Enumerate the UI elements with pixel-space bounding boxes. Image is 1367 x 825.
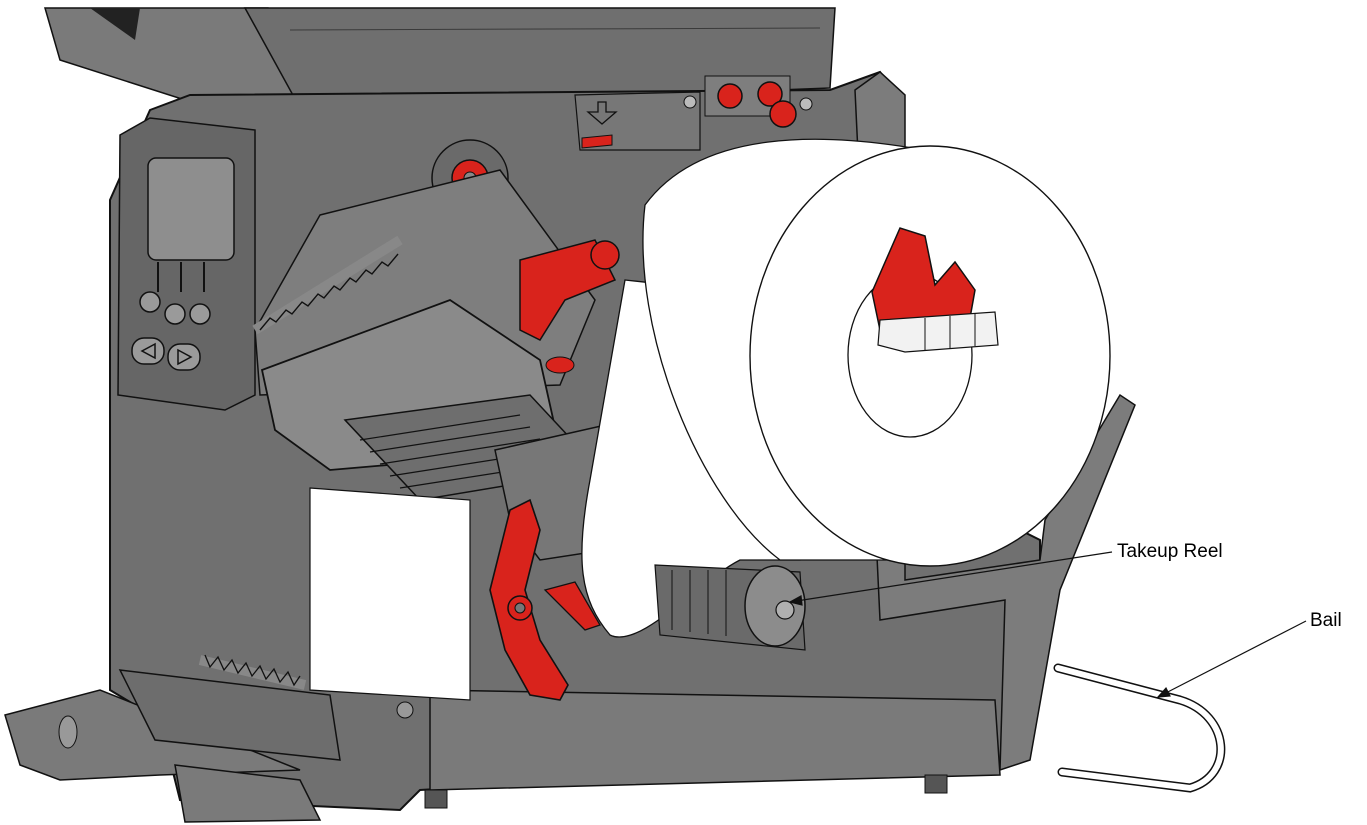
takeup-reel: [654, 564, 806, 651]
takeup-reel-leader: [789, 551, 1113, 603]
red-knob-2[interactable]: [757, 81, 783, 107]
down-arrow-icon: [586, 101, 618, 125]
red-release-lever[interactable]: [519, 239, 617, 341]
right-arrow-button[interactable]: [167, 343, 201, 371]
panel-button-2[interactable]: [164, 303, 186, 325]
takeup-reel-label: Takeup Reel: [1117, 541, 1223, 562]
front-door: [4, 654, 414, 823]
printhead-assembly: [252, 169, 691, 561]
front-red-lever[interactable]: [489, 498, 601, 701]
bail-rod: [1053, 663, 1226, 793]
red-knob-1[interactable]: [717, 83, 743, 109]
control-panel: [117, 117, 256, 411]
panel-button-3[interactable]: [189, 303, 211, 325]
supply-roll: [642, 138, 1111, 567]
panel-button-1[interactable]: [139, 291, 161, 313]
right-arrow-icon: [177, 348, 193, 366]
left-arrow-icon: [140, 342, 156, 360]
bail-leader: [1157, 620, 1307, 698]
callout-leaders: [788, 551, 1307, 698]
bail-label: Bail: [1310, 610, 1342, 631]
lcd-display: [147, 157, 235, 261]
left-arrow-button[interactable]: [131, 337, 165, 365]
top-cover: [44, 7, 836, 111]
